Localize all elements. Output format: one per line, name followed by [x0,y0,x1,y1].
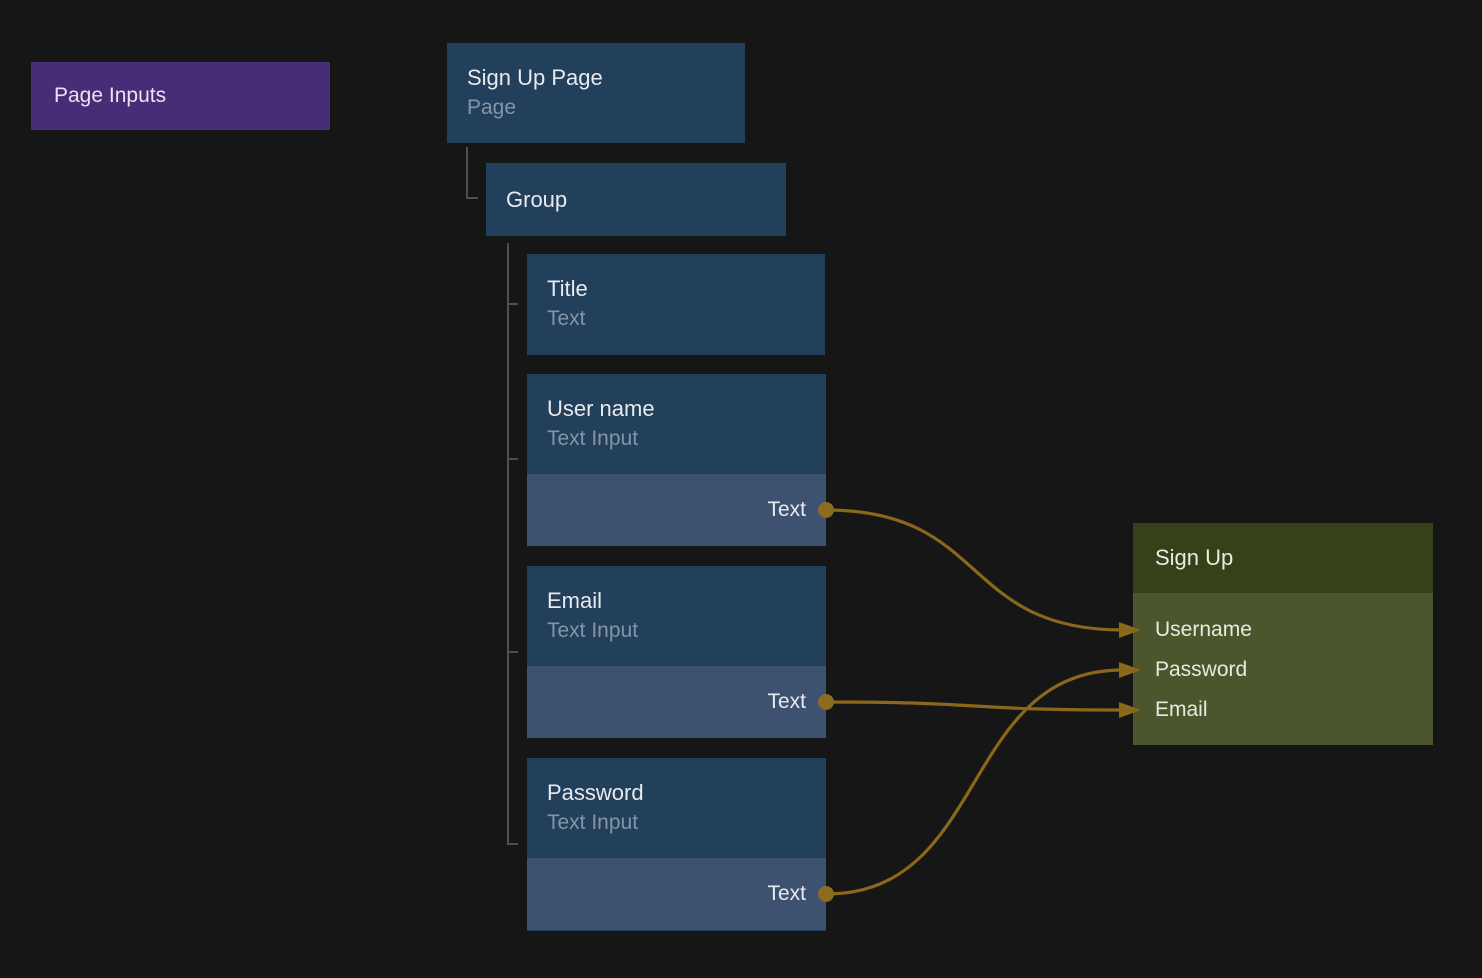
output-port-dot[interactable] [818,886,834,902]
input-row-email[interactable]: Email [1119,690,1433,730]
node-title-label: Title [547,276,588,301]
node-sign-up-action[interactable]: Sign Up Username Password Email [1119,523,1433,745]
input-row-username[interactable]: Username [1119,610,1433,650]
node-email-input[interactable]: Email Text Input Text [527,566,834,738]
sign-up-node-title: Sign Up [1155,545,1234,570]
node-title-label: User name [547,396,655,421]
output-port-label: Text [767,690,806,713]
output-port-label: Text [767,498,806,521]
node-title-label: Group [506,187,568,212]
input-row-password[interactable]: Password [1119,650,1433,690]
input-arrow-icon[interactable] [1119,702,1141,718]
node-sign-up-page[interactable]: Sign Up Page Page [447,43,745,143]
node-type-label: Text Input [547,427,639,450]
tree-connector-children-vertical [507,243,509,845]
input-arrow-icon[interactable] [1119,662,1141,678]
tree-connector-tick-password [507,843,518,845]
node-type-label: Text Input [547,619,639,642]
input-arrow-icon[interactable] [1119,622,1141,638]
tree-connector-root-vertical [466,147,468,199]
node-title-label: Sign Up Page [467,65,603,90]
sign-up-node-body: Username Password Email [1119,593,1433,745]
input-label: Email [1155,698,1208,721]
tree-connector-tick-username [507,458,518,460]
output-port-row[interactable]: Text [527,858,834,930]
node-user-name-input[interactable]: User name Text Input Text [527,374,834,546]
node-title-label: Email [547,588,603,613]
node-title-label: Password [547,780,644,805]
wire-email-text-to-signup-email[interactable] [825,700,1124,712]
sign-up-node-header: Sign Up [1133,523,1433,593]
output-port-dot[interactable] [818,502,834,518]
tree-connector-tick-email [507,651,518,653]
node-type-label: Page [467,96,517,119]
wire-password-text-to-signup-password[interactable] [825,668,1124,896]
input-label: Username [1155,618,1252,641]
output-port-row[interactable]: Text [527,474,834,546]
output-port-dot[interactable] [818,694,834,710]
node-password-input[interactable]: Password Text Input Text [527,758,834,931]
node-group[interactable]: Group [486,163,786,236]
node-type-label: Text Input [547,811,639,834]
tree-connector-tick-title [507,303,518,305]
output-port-row[interactable]: Text [527,666,834,738]
page-inputs-node[interactable]: Page Inputs [31,62,330,130]
wire-username-text-to-signup-username[interactable] [825,508,1124,632]
page-inputs-label: Page Inputs [54,84,167,107]
tree-connector-root-horizontal [466,197,478,199]
output-port-label: Text [767,882,806,905]
node-title-text[interactable]: Title Text [527,254,825,355]
input-label: Password [1155,658,1248,681]
node-type-label: Text [547,307,586,330]
